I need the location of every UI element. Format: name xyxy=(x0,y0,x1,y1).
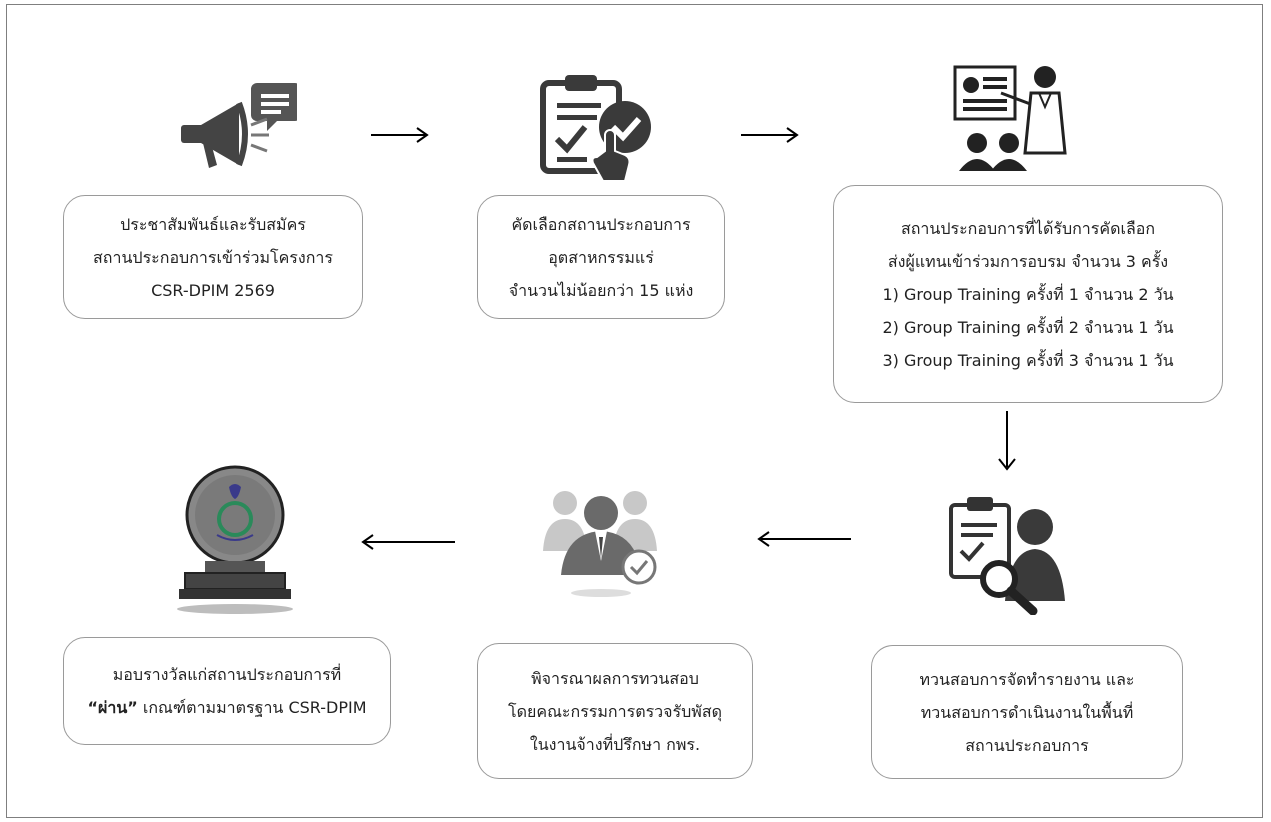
arrow-left-1 xyxy=(757,531,851,547)
presentation-training-icon xyxy=(953,65,1067,171)
step-line-rest: เกณฑ์ตามมาตรฐาน CSR-DPIM xyxy=(137,698,367,717)
step-line: มอบรางวัลแก่สถานประกอบการที่ xyxy=(112,665,342,684)
step-line: สถานประกอบการที่ได้รับการคัดเลือก xyxy=(900,218,1156,238)
step-box-award: มอบรางวัลแก่สถานประกอบการที่ “ผ่าน” เกณฑ… xyxy=(63,637,391,745)
step-line: คัดเลือกสถานประกอบการ xyxy=(511,214,691,234)
step-line: ประชาสัมพันธ์และรับสมัคร xyxy=(120,214,306,234)
step-box-committee-review: พิจารณาผลการทวนสอบ โดยคณะกรรมการตรวจรับพ… xyxy=(477,643,753,779)
step-line: สถานประกอบการเข้าร่วมโครงการ xyxy=(93,247,333,267)
committee-approval-icon xyxy=(543,491,657,597)
step-line: สถานประกอบการ xyxy=(965,735,1089,755)
step-line: จำนวนไม่น้อยกว่า 15 แห่ง xyxy=(508,280,694,300)
award-trophy-icon xyxy=(177,465,293,614)
step-line: 3) Group Training ครั้งที่ 3 จำนวน 1 วัน xyxy=(882,350,1174,370)
arrow-left-2 xyxy=(361,534,455,550)
clipboard-check-icon xyxy=(540,75,651,182)
arrow-down xyxy=(998,411,1016,471)
step-line: 1) Group Training ครั้งที่ 1 จำนวน 2 วัน xyxy=(882,284,1174,304)
step-line: โดยคณะกรรมการตรวจรับพัสดุ xyxy=(508,701,722,721)
step-line: ส่งผู้แทนเข้าร่วมการอบรม จำนวน 3 ครั้ง xyxy=(887,251,1169,271)
flow-diagram: ประชาสัมพันธ์และรับสมัคร สถานประกอบการเข… xyxy=(6,4,1263,818)
step-line: ทวนสอบการจัดทำรายงาน และ xyxy=(919,669,1135,689)
step-box-publicize: ประชาสัมพันธ์และรับสมัคร สถานประกอบการเข… xyxy=(63,195,363,319)
step-line: ทวนสอบการดำเนินงานในพื้นที่ xyxy=(920,702,1134,722)
pass-emphasis: “ผ่าน” xyxy=(87,698,138,717)
arrow-right-1 xyxy=(371,127,429,143)
step-line: ในงานจ้างที่ปรึกษา กพร. xyxy=(529,734,701,754)
step-line: “ผ่าน” เกณฑ์ตามมาตรฐาน CSR-DPIM xyxy=(87,691,366,724)
inspection-clipboard-icon xyxy=(949,497,1065,615)
step-box-verification: ทวนสอบการจัดทำรายงาน และ ทวนสอบการดำเนิน… xyxy=(871,645,1183,779)
step-line: พิจารณาผลการทวนสอบ xyxy=(531,668,699,688)
step-line: 2) Group Training ครั้งที่ 2 จำนวน 1 วัน xyxy=(882,317,1174,337)
megaphone-icon xyxy=(181,83,297,168)
arrow-right-2 xyxy=(741,127,799,143)
step-box-selection: คัดเลือกสถานประกอบการ อุตสาหกรรมแร่ จำนว… xyxy=(477,195,725,319)
step-line: CSR-DPIM 2569 xyxy=(151,280,275,300)
step-box-training: สถานประกอบการที่ได้รับการคัดเลือก ส่งผู้… xyxy=(833,185,1223,403)
step-line: อุตสาหกรรมแร่ xyxy=(548,247,654,267)
